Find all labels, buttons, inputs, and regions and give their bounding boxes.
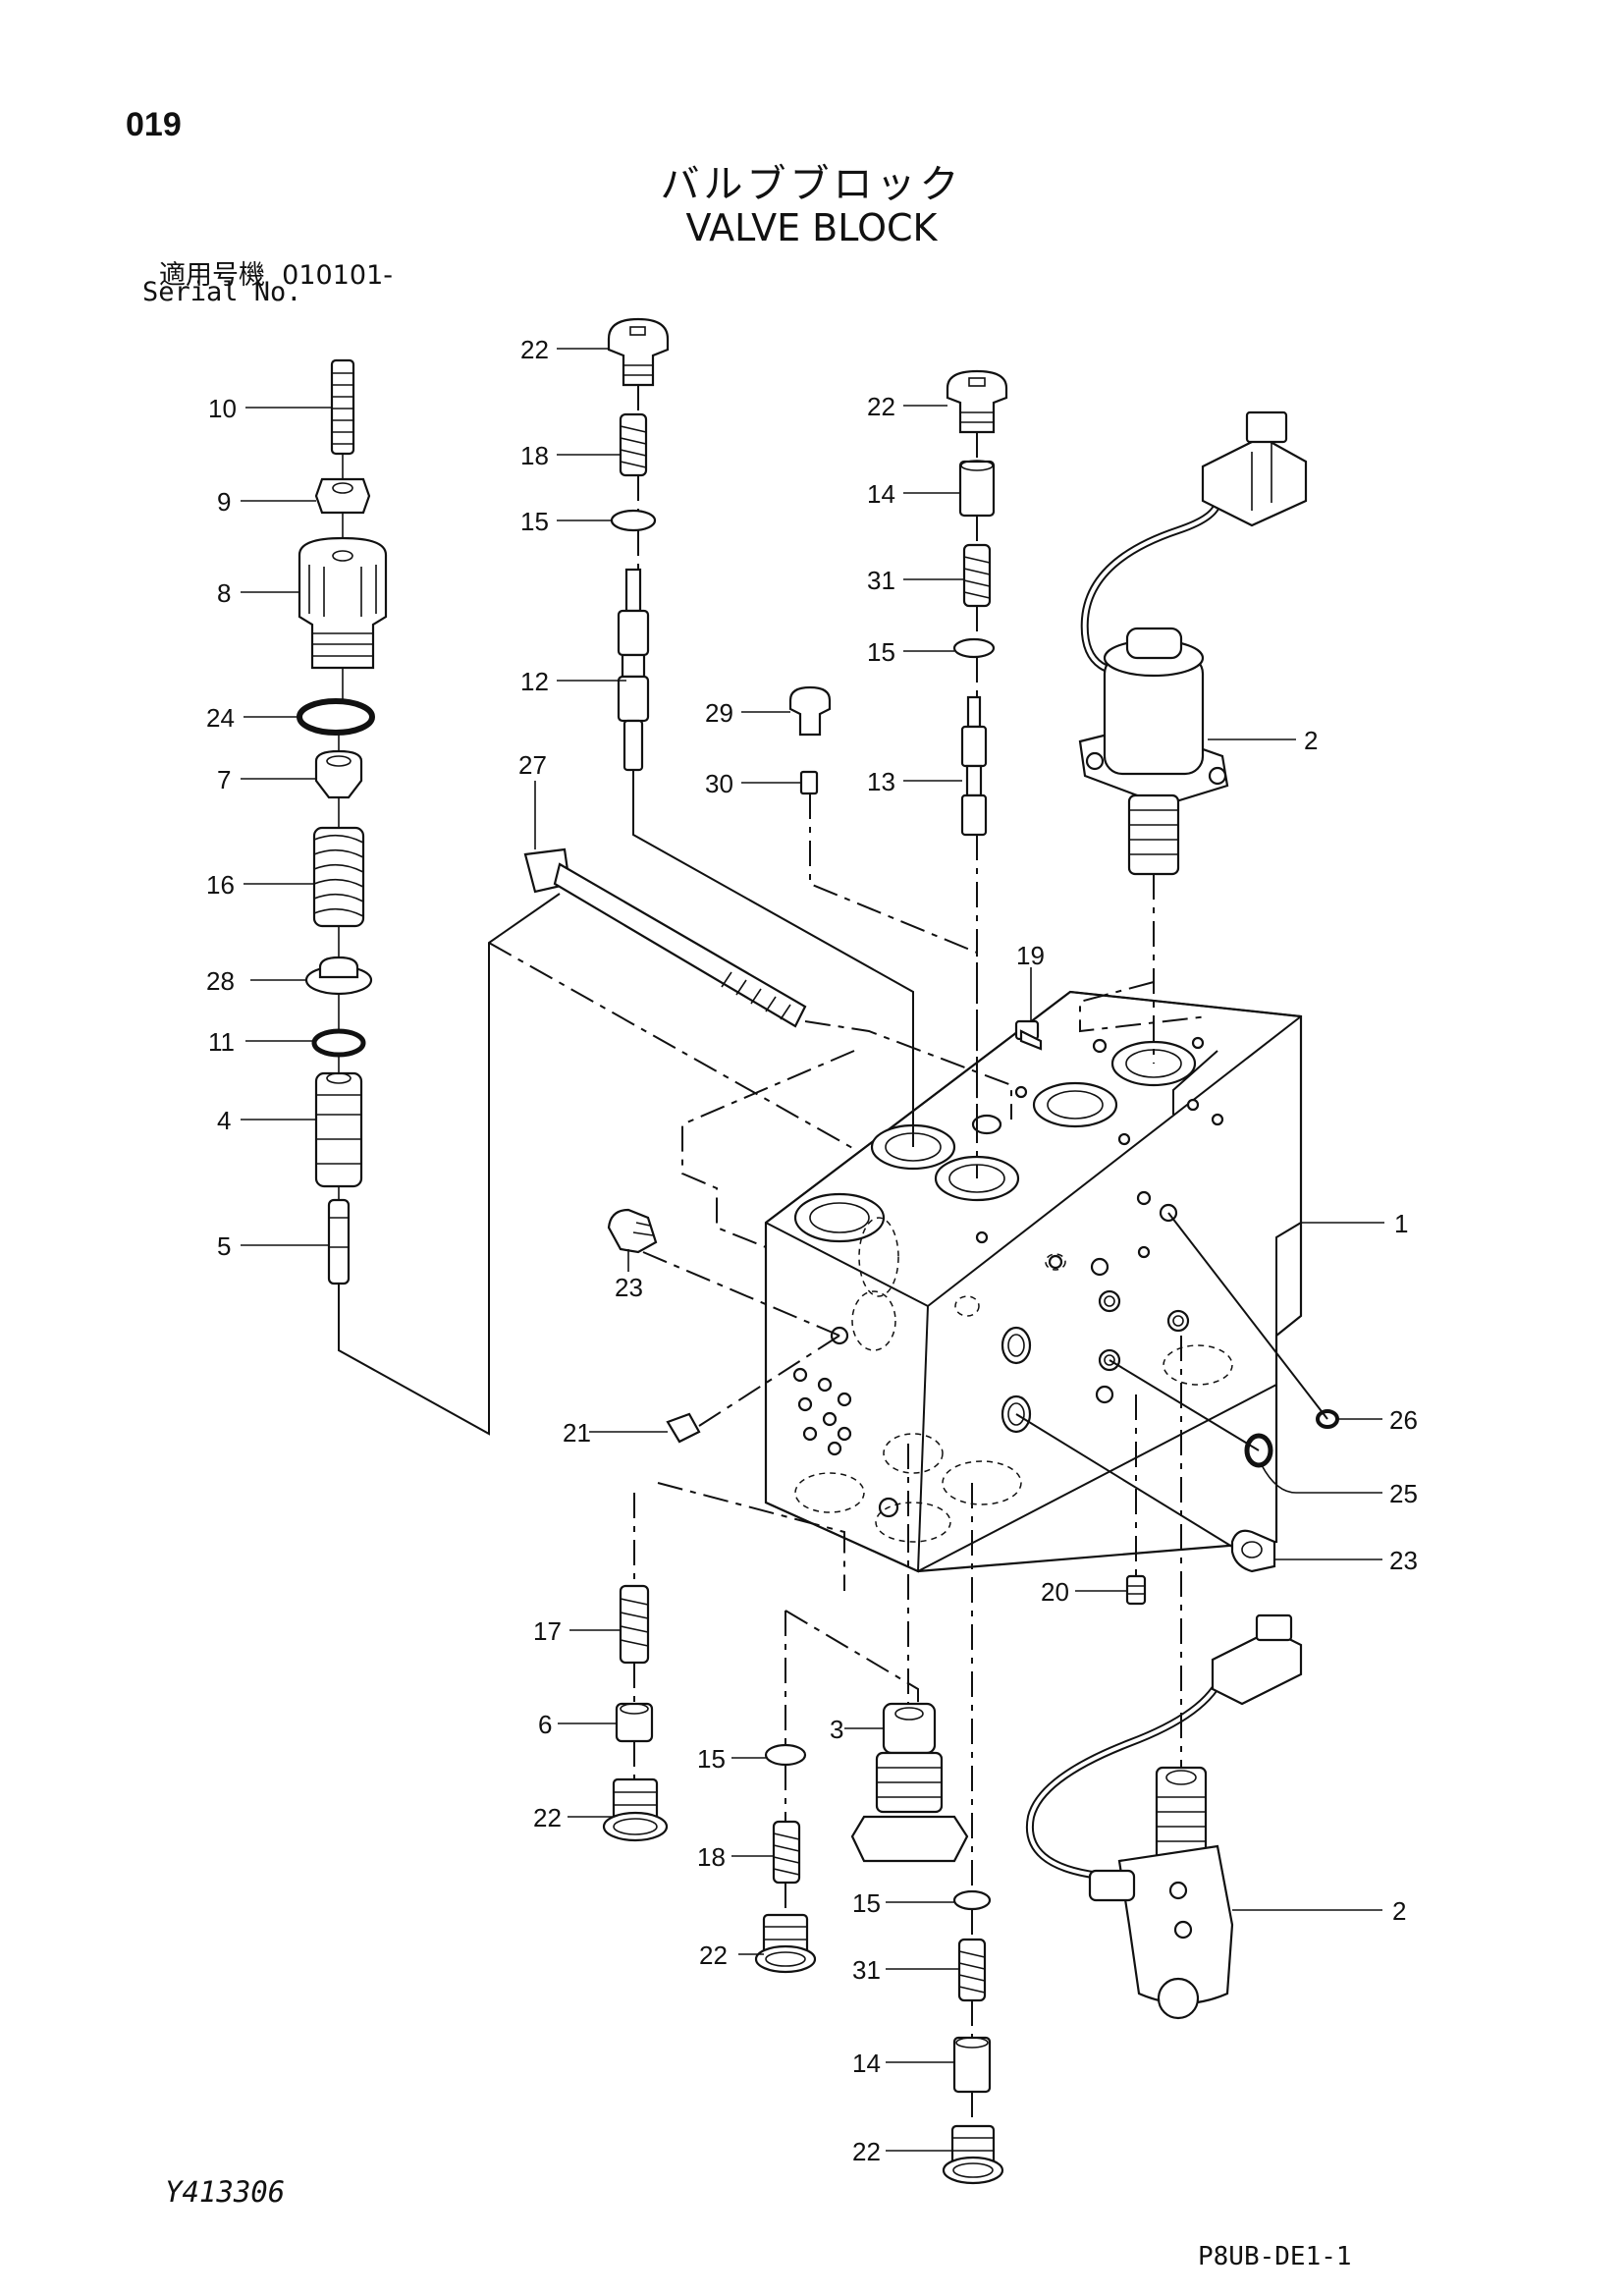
part-14-piston-b [952, 2036, 992, 2094]
part-6-piston [615, 1702, 654, 1743]
assembly-lines [338, 385, 1328, 2126]
callout-15-d: 15 [852, 1888, 881, 1918]
part-31-spring-a [962, 543, 992, 608]
callout-16: 16 [206, 870, 235, 900]
part-24-o-ring [297, 698, 375, 736]
callout-30: 30 [705, 769, 733, 798]
part-19-screw [1014, 1019, 1043, 1051]
callout-23-a: 23 [615, 1273, 643, 1302]
part-15-washer-b [952, 637, 996, 659]
callout-2-b: 2 [1392, 1896, 1406, 1926]
callout-22-b: 22 [867, 392, 895, 421]
callout-28: 28 [206, 966, 235, 996]
part-27-bolt [523, 847, 807, 1028]
part-22-plug-c [602, 1777, 669, 1842]
serial-label-jp: 適用号機 010101- [159, 253, 393, 292]
callout-2-a: 2 [1304, 726, 1318, 755]
part-22-plug-top-b [946, 369, 1008, 434]
callout-15-c: 15 [697, 1744, 726, 1774]
part-23-plug-a [607, 1208, 658, 1254]
serial-value: 010101- [282, 260, 393, 291]
callout-15-a: 15 [520, 507, 549, 536]
callout-26: 26 [1389, 1405, 1418, 1435]
callout-12: 12 [520, 667, 549, 696]
callout-7: 7 [217, 765, 231, 794]
part-5-plunger [327, 1198, 351, 1285]
part-25-o-ring [1244, 1433, 1273, 1468]
part-14-piston-a [958, 460, 996, 518]
callout-18-a: 18 [520, 441, 549, 470]
callout-3: 3 [830, 1715, 843, 1744]
part-17-spring [619, 1584, 650, 1665]
part-9-nut [314, 477, 371, 515]
part-28-retainer [304, 956, 373, 996]
callout-13: 13 [867, 767, 895, 796]
callout-11: 11 [208, 1027, 235, 1057]
part-4-spool [314, 1071, 363, 1188]
drawing-number: Y413306 [165, 2175, 286, 2209]
part-11-snap-ring [311, 1028, 366, 1058]
callout-17: 17 [533, 1616, 562, 1646]
part-16-spring [312, 826, 365, 928]
part-12-spool [617, 568, 650, 772]
title-english: VALVE BLOCK [685, 206, 938, 249]
callout-18-b: 18 [697, 1842, 726, 1872]
callout-14-b: 14 [852, 2049, 881, 2078]
part-21-plug [666, 1412, 701, 1444]
callout-24: 24 [206, 703, 235, 733]
part-18-spring-a [619, 412, 648, 477]
part-10-set-screw [330, 358, 355, 456]
part-15-washer-d [952, 1889, 992, 1911]
part-29-plug [788, 685, 832, 737]
part-15-washer-c [764, 1743, 807, 1767]
callout-21: 21 [563, 1418, 591, 1448]
part-22-plug-top-a [607, 317, 670, 387]
callout-9: 9 [217, 487, 231, 517]
serial-label-en: Serial No. [142, 277, 302, 307]
callout-5: 5 [217, 1231, 231, 1261]
part-3-relief-valve [850, 1702, 969, 1863]
callout-22-c: 22 [533, 1803, 562, 1832]
part-22-plug-e [942, 2124, 1004, 2185]
part-23-plug-b [1230, 1529, 1276, 1573]
leader-lines [241, 348, 1384, 2152]
callout-22-e: 22 [852, 2137, 881, 2166]
part-2-solenoid-top [1078, 410, 1308, 876]
part-30-orifice [799, 770, 819, 795]
callout-27: 27 [518, 750, 547, 780]
callout-22-d: 22 [699, 1941, 728, 1970]
callout-19: 19 [1016, 941, 1045, 970]
callout-31-b: 31 [852, 1955, 881, 1985]
valve-block-body [764, 982, 1303, 1573]
callout-15-b: 15 [867, 637, 895, 667]
callout-8: 8 [217, 578, 231, 608]
callout-20: 20 [1041, 1577, 1069, 1607]
part-31-spring-b [957, 1938, 987, 2002]
callout-6: 6 [538, 1710, 552, 1739]
callout-14-a: 14 [867, 479, 895, 509]
part-20-plug [1125, 1574, 1147, 1606]
callout-labels: 10 9 8 24 7 16 28 11 4 5 22 18 15 12 27 … [206, 335, 1418, 2166]
part-15-washer-a [610, 509, 657, 532]
page-number: 019 [126, 106, 182, 143]
part-7-seat [314, 749, 363, 799]
callout-31-a: 31 [867, 566, 895, 595]
part-13-spool [960, 695, 988, 837]
serial-label-jp-text: 適用号機 [159, 260, 265, 291]
part-22-plug-d [754, 1913, 817, 1974]
part-18-spring-b [772, 1820, 801, 1885]
callout-1: 1 [1394, 1209, 1408, 1238]
callout-10: 10 [208, 394, 237, 423]
callout-22-a: 22 [520, 335, 549, 364]
callout-4: 4 [217, 1106, 231, 1135]
reference-code: P8UB-DE1-1 [1198, 2242, 1352, 2271]
part-8-cap [298, 536, 388, 670]
title-japanese: バルブブロック [660, 162, 963, 207]
part-2-solenoid-bottom [1025, 1613, 1303, 2020]
callout-23-b: 23 [1389, 1546, 1418, 1575]
callout-25: 25 [1389, 1479, 1418, 1508]
callout-29: 29 [705, 698, 733, 728]
